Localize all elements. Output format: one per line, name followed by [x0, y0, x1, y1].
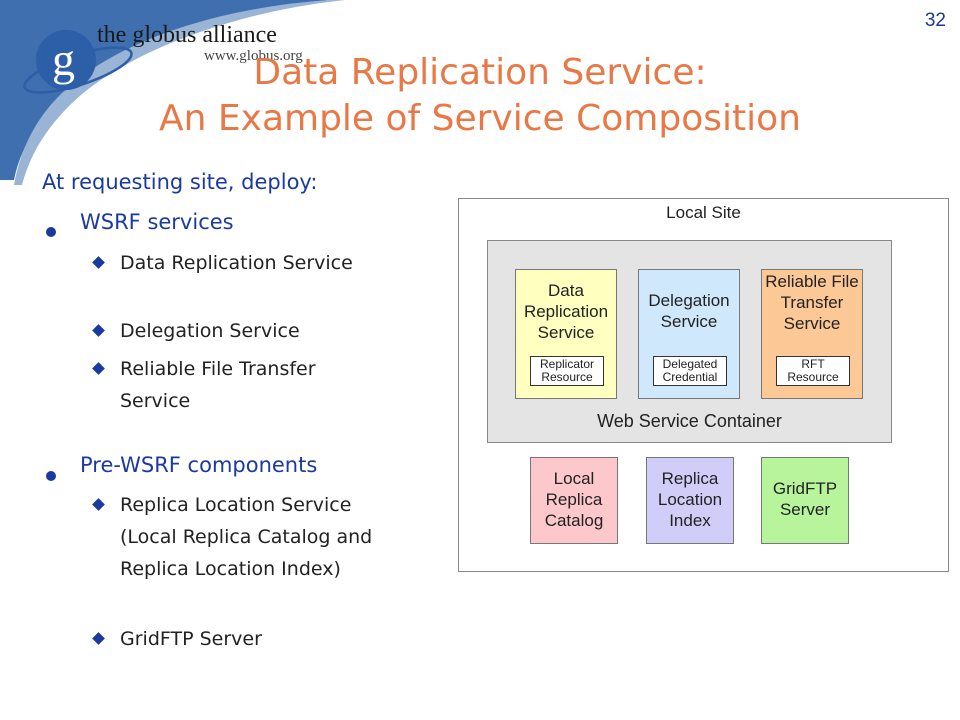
- intro-text: At requesting site, deploy:: [42, 170, 318, 194]
- replicator-resource-box: Replicator Resource: [530, 356, 604, 386]
- service-label: Reliable File Transfer Service: [765, 272, 859, 333]
- reliable-file-transfer-service-box: Reliable File Transfer Service RFT Resou…: [761, 269, 863, 399]
- logo-text: the globus alliance: [97, 22, 277, 48]
- globus-logo-icon: g: [23, 30, 133, 94]
- header-swoosh: g: [0, 0, 345, 185]
- component-label: Local Replica Catalog: [544, 469, 604, 530]
- slide-title-line1: Data Replication Service:: [253, 52, 707, 93]
- list-item: Reliable File Transfer Service: [120, 358, 316, 412]
- list-item: Delegation Service: [120, 320, 300, 342]
- component-label: GridFTP Server: [772, 479, 838, 519]
- slide-title-line2: An Example of Service Composition: [159, 98, 801, 139]
- diamond-bullet-icon: [92, 498, 105, 511]
- diamond-bullet-icon: [92, 632, 105, 645]
- rft-resource-box: RFT Resource: [776, 356, 850, 386]
- replica-location-index-box: Replica Location Index: [646, 457, 734, 544]
- diamond-bullet-icon: [92, 324, 105, 337]
- bullet-icon: [46, 227, 56, 237]
- diamond-bullet-icon: [92, 362, 105, 375]
- group-label-prewsrf: Pre-WSRF components: [80, 453, 318, 477]
- service-label: Delegation Service: [648, 291, 730, 331]
- local-replica-catalog-box: Local Replica Catalog: [530, 457, 618, 544]
- bullet-icon: [46, 471, 56, 481]
- page-number: 32: [924, 10, 946, 31]
- service-label: Data Replication Service: [523, 281, 609, 342]
- list-item: Replica Location Service (Local Replica …: [120, 494, 373, 580]
- list-item: GridFTP Server: [120, 628, 262, 650]
- local-site-label: Local Site: [666, 203, 741, 222]
- delegated-credential-box: Delegated Credential: [653, 356, 727, 386]
- list-item: Data Replication Service: [120, 252, 353, 274]
- container-label: Web Service Container: [597, 411, 782, 431]
- gridftp-server-box: GridFTP Server: [761, 457, 849, 544]
- logo-letter: g: [52, 34, 75, 85]
- logo-url: www.globus.org: [204, 48, 303, 64]
- data-replication-service-box: Data Replication Service Replicator Reso…: [515, 269, 617, 399]
- delegation-service-box: Delegation Service Delegated Credential: [638, 269, 740, 399]
- component-label: Replica Location Index: [657, 469, 723, 530]
- diamond-bullet-icon: [92, 256, 105, 269]
- group-label-wsrf: WSRF services: [80, 210, 234, 234]
